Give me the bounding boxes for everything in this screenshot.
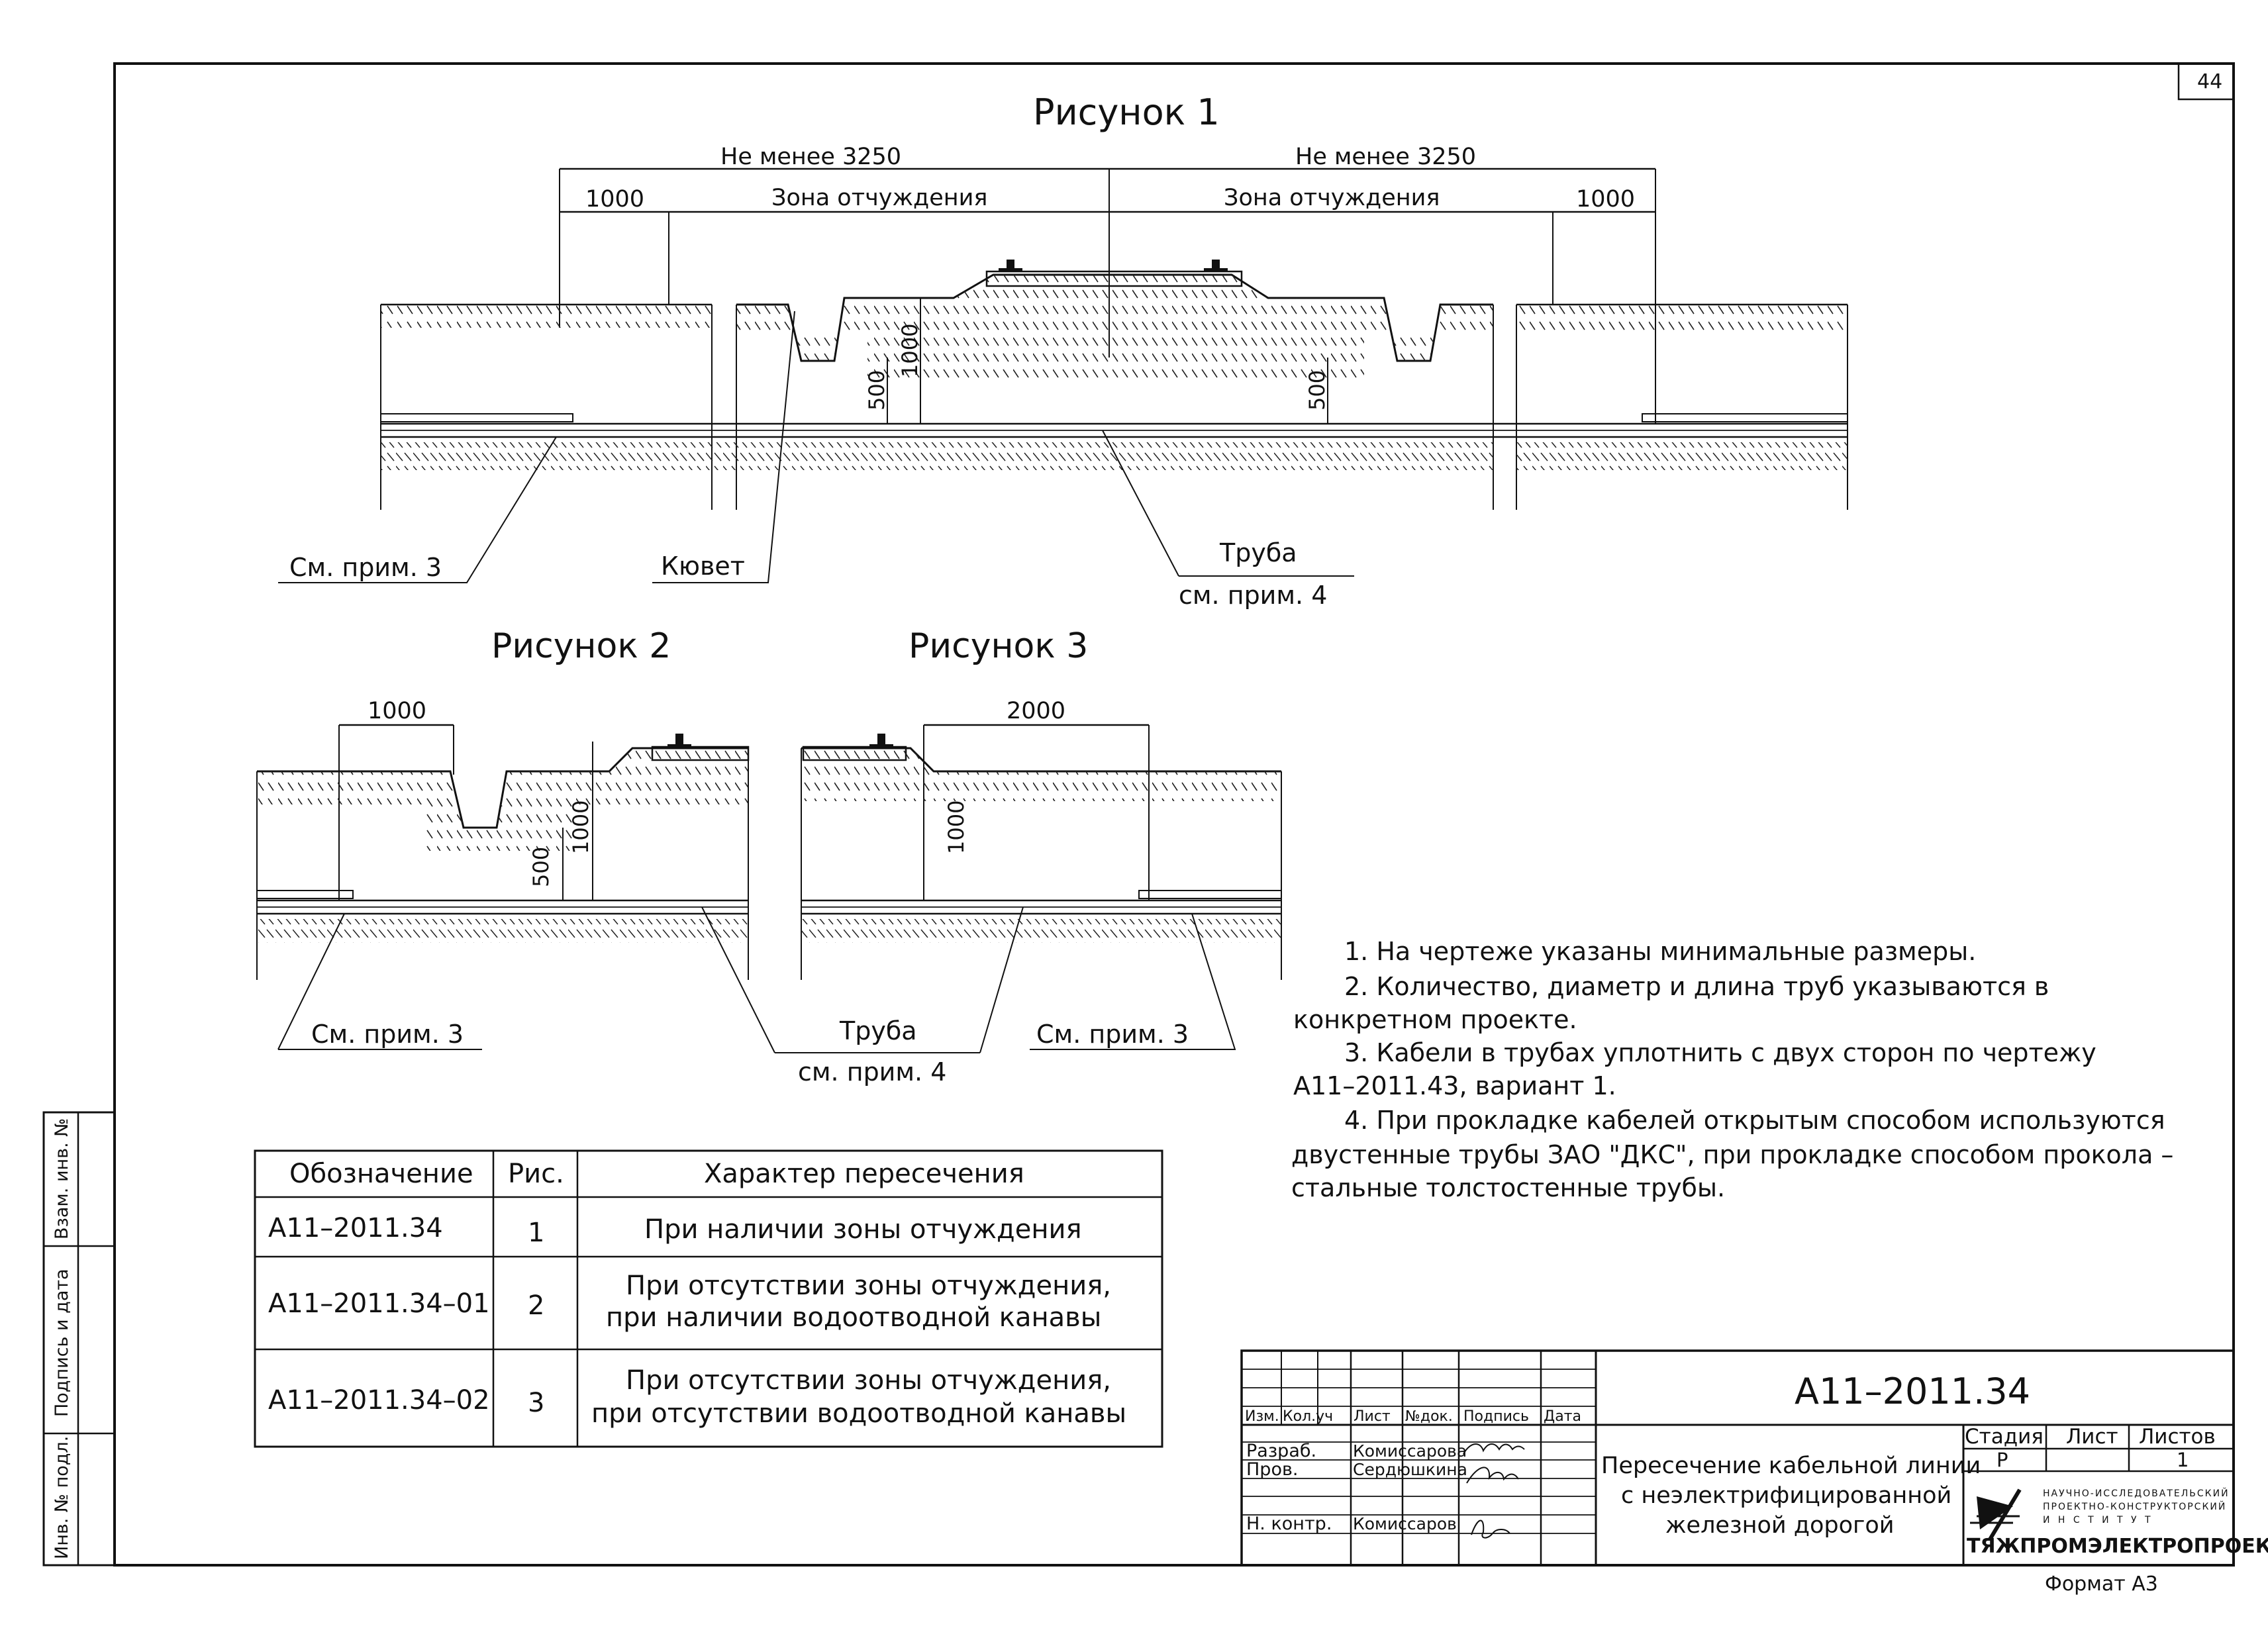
shared-pipe-note: см. прим. 4 [798,1057,946,1087]
table-header: Рис. [508,1159,564,1189]
tb-header: Кол.уч [1283,1408,1333,1425]
doc-title-line: Пересечение кабельной линии [1601,1453,1981,1479]
note-line: 1. На чертеже указаны минимальные размер… [1344,937,1976,966]
figure-1-title: Рисунок 1 [1033,91,1220,133]
tb-header: Изм. [1245,1408,1279,1425]
signature [1466,1467,1519,1484]
doc-title-line: железной дорогой [1665,1512,1895,1539]
table-cell-code: А11–2011.34–01 [268,1288,490,1319]
table-cell-fig: 2 [528,1290,544,1321]
vzam-label: Взам. инв. № [52,1118,72,1239]
sheets-label: Листов [2139,1425,2216,1449]
figure-2: Рисунок 2 1000 500 1000 См. прим. 3 [256,626,750,1050]
sheets-value: 1 [2177,1449,2189,1471]
org-name: ТЯЖПРОМЭЛЕКТРОПРОЕКТ [1967,1535,2268,1558]
tb-role: Разраб. [1246,1441,1316,1461]
figure-3: Рисунок 3 2000 1000 См. прим. 3 [801,626,1282,1050]
stage-value: Р [1997,1449,2008,1471]
zone-right-label: Зона отчуждения [1224,185,1440,211]
note-line: 3. Кабели в трубах уплотнить с двух стор… [1344,1038,2096,1067]
table-cell-desc: При наличии зоны отчуждения [644,1214,1082,1245]
table-cell-code: А11–2011.34–02 [268,1385,490,1416]
tb-header: Дата [1544,1408,1581,1425]
note-line: 4. При прокладке кабелей открытым способ… [1344,1106,2165,1135]
callout-note3: См. прим. 3 [289,553,442,582]
sheet-label: Лист [2066,1425,2118,1449]
table-cell-desc: при наличии водоотводной канавы [606,1302,1101,1333]
org-line-1: НАУЧНО-ИССЛЕДОВАТЕЛЬСКИЙ [2043,1487,2230,1499]
table-header: Характер пересечения [704,1159,1024,1189]
org-line-3: И Н С Т И Т У Т [2043,1515,2153,1525]
fig2-dim-500: 500 [528,847,554,887]
table-cell-code: А11–2011.34 [268,1213,443,1243]
organization-logo [1970,1488,2022,1541]
dim-1000-vertical: 1000 [897,324,922,377]
table-cell-fig: 3 [528,1388,544,1418]
signature [1471,1520,1510,1539]
fig3-dim-2000: 2000 [1007,698,1065,724]
tb-role: Н. контр. [1246,1514,1332,1534]
tb-header: Подпись [1463,1408,1529,1425]
notes: 1. На чертеже указаны минимальные размер… [1291,937,2173,1202]
note-line: конкретном проекте. [1293,1005,1577,1034]
dim-left-1000: 1000 [585,186,644,213]
variant-table: Обозначение Рис. Характер пересечения А1… [254,1149,1163,1448]
callout-pipe: Труба [1219,538,1297,567]
fig3-callout-note3: См. прим. 3 [1036,1020,1189,1049]
tb-name: Комиссаров [1353,1514,1457,1533]
stage-label: Стадия [1965,1425,2044,1449]
dim-right-1000: 1000 [1576,186,1635,213]
tb-header: №док. [1405,1408,1453,1425]
inv-label: Инв. № подл. [52,1436,72,1559]
table-header: Обозначение [289,1159,473,1189]
shared-pipe-label: Труба [839,1016,917,1045]
signature [1463,1443,1525,1455]
zone-left-label: Зона отчуждения [771,185,987,211]
dim-right-total: Не менее 3250 [1295,144,1476,170]
page-number: 44 [2197,70,2222,93]
table-cell-fig: 1 [528,1218,544,1248]
table-cell-desc: При отсутствии зоны отчуждения, [626,1271,1111,1301]
fig2-dim-1000-vertical: 1000 [568,800,593,854]
dim-500-right: 500 [1305,370,1330,410]
fig3-dim-1000-vertical: 1000 [944,800,969,854]
table-cell-desc: при отсутствии водоотводной канавы [591,1398,1126,1429]
tb-name: Комиссарова [1353,1441,1467,1461]
shared-pipe-callout: Труба см. прим. 4 [701,906,1024,1087]
title-block: Изм. Кол.уч Лист №док. Подпись Дата Разр… [1240,1349,2268,1567]
tb-header: Лист [1354,1408,1391,1425]
table-cell-desc: При отсутствии зоны отчуждения, [626,1365,1111,1396]
drawing-frame: 44 [113,62,2235,1567]
format-label: Формат А3 [2045,1572,2158,1596]
doc-title-line: с неэлектрифицированной [1621,1482,1951,1509]
figure-2-title: Рисунок 2 [491,626,671,666]
fig2-callout-note3: См. прим. 3 [311,1020,464,1049]
side-stamp: Взам. инв. № Подпись и дата Инв. № подл. [42,1111,116,1567]
note-line: 2. Количество, диаметр и длина труб указ… [1344,972,2049,1001]
figure-3-title: Рисунок 3 [909,626,1088,666]
dim-left-total: Не менее 3250 [720,144,901,170]
doc-code: А11–2011.34 [1795,1371,2030,1412]
dim-500-left: 500 [864,370,889,410]
note-line: А11–2011.43, вариант 1. [1293,1071,1616,1100]
callout-pipe-note: см. прим. 4 [1179,581,1327,610]
note-line: стальные толстостенные трубы. [1291,1173,1725,1202]
podpis-label: Подпись и дата [52,1269,72,1417]
tb-name: Сердюшкина [1353,1460,1467,1479]
tb-role: Пров. [1246,1459,1298,1480]
callout-ditch: Кювет [661,552,745,581]
note-line: двустенные трубы ЗАО "ДКС", при прокладк… [1291,1140,2173,1169]
figure-1: Рисунок 1 Не менее 3250 Не менее 3250 10… [278,91,1848,610]
fig2-dim-1000: 1000 [368,698,426,724]
org-line-2: ПРОЕКТНО-КОНСТРУКТОРСКИЙ [2043,1500,2226,1512]
